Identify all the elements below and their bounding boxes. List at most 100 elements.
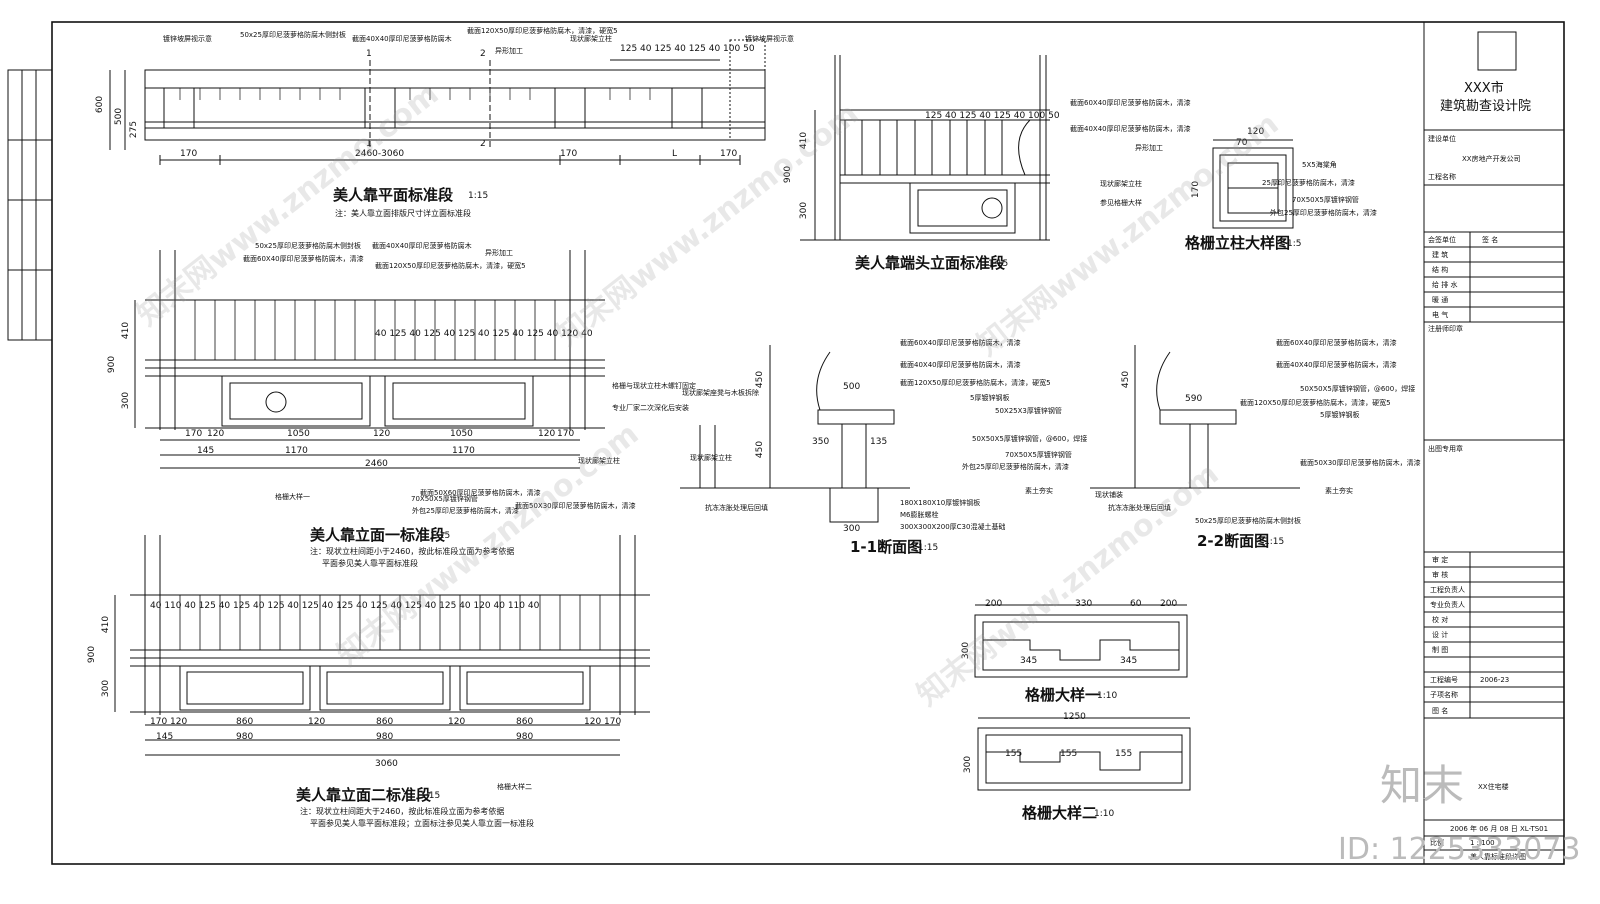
- grille-details: [974, 604, 1191, 791]
- tb-staff: 校 对: [1432, 616, 1449, 624]
- label: 180X180X10厚镀锌钢板: [900, 499, 981, 507]
- tb-staff: 审 定: [1432, 556, 1449, 564]
- end-elev-scale: 1:15: [988, 259, 1009, 269]
- label: 截面60X40厚印尼菠萝格防腐木，清漆: [1276, 339, 1397, 347]
- tb-client: XX房地产开发公司: [1462, 155, 1521, 163]
- dim: 275: [129, 120, 140, 139]
- section-mark: 2: [480, 49, 486, 59]
- dim: 170: [720, 149, 738, 159]
- label: 异形加工: [485, 249, 513, 257]
- label: 现状廊架立柱: [570, 35, 612, 43]
- label: 截面40X40厚印尼菠萝格防腐木，清漆: [900, 361, 1021, 369]
- tb-drawing-name: 美人靠标准段详图: [1470, 853, 1526, 861]
- label: 50X25X3厚镀锌钢管: [995, 407, 1062, 415]
- tb-projno-label: 工程编号: [1430, 676, 1458, 684]
- label: 5厚镀锌钢板: [1320, 411, 1360, 419]
- label: 50x25厚印尼菠萝格防腐木侧封板: [255, 242, 361, 250]
- label: 70X50X5厚镀锌钢管: [1005, 451, 1072, 459]
- tb-row: 电 气: [1432, 311, 1449, 319]
- sec2-title: 2-2断面图: [1197, 532, 1270, 550]
- tb-project-label: 工程名称: [1428, 173, 1456, 181]
- tb-projno: 2006-23: [1480, 676, 1510, 684]
- label: 截面40X40厚印尼菠萝格防腐木: [372, 242, 472, 250]
- label: 外包25厚印尼菠萝格防腐木，清漆: [412, 507, 519, 515]
- dim: 1250: [1063, 712, 1086, 722]
- label: 50x25厚印尼菠萝格防腐木侧封板: [240, 31, 346, 39]
- tb-sheet-no: XL-TS01: [1520, 825, 1549, 833]
- dim: 170: [560, 149, 578, 159]
- dim: 300: [963, 755, 974, 774]
- tb-city: XXX市: [1464, 81, 1504, 96]
- dim: 70: [1236, 138, 1248, 148]
- dim: 1170: [452, 446, 475, 456]
- tb-staff: 设 计: [1432, 631, 1449, 639]
- dim: 300: [843, 524, 861, 534]
- dim: 1050: [450, 429, 473, 439]
- tb-project-name: XX住宅楼: [1478, 783, 1509, 791]
- dim: 860: [236, 717, 254, 727]
- tb-staff: 工程负责人: [1430, 586, 1465, 594]
- label: 现状廊架座凳与木板拆除: [682, 389, 759, 397]
- elev1-note1: 注：现状立柱间距小于2460，按此标准段立面为参考依据: [310, 547, 515, 556]
- dim: 125 40 125 40 125 40 100 50: [620, 44, 755, 54]
- dim: 120: [448, 717, 466, 727]
- label: 截面50X60厚印尼菠萝格防腐木，清漆: [420, 489, 541, 497]
- label: 截面50X30厚印尼菠萝格防腐木，清漆: [1300, 459, 1421, 467]
- dim: 145: [156, 732, 174, 742]
- tb-row: 给 排 水: [1432, 281, 1458, 289]
- dim: 450: [755, 440, 766, 459]
- tb-scale: 1 : 100: [1470, 839, 1495, 847]
- title-block: [1423, 21, 1565, 865]
- logo-box: [1477, 31, 1517, 71]
- dim: 170: [180, 149, 198, 159]
- tb-date: 2006 年 06 月 08 日: [1450, 825, 1518, 833]
- label: 外包25厚印尼菠萝格防腐木，清漆: [1270, 209, 1377, 217]
- dim: 200: [985, 599, 1003, 609]
- watermark-id: ID: 1225333073: [1338, 832, 1581, 867]
- label: 70X50X5厚镀锌钢管: [1292, 196, 1359, 204]
- tb-row: 建 筑: [1432, 251, 1449, 259]
- dim: 450: [1121, 370, 1132, 389]
- label: 50X50X5厚镀锌钢管，@600，焊接: [1300, 385, 1416, 393]
- grille2-scale: 1:10: [1094, 809, 1115, 819]
- dim: 600: [95, 95, 106, 114]
- dim: 120: [207, 429, 225, 439]
- dim: 345: [1120, 656, 1138, 666]
- section-mark: 1: [366, 139, 372, 149]
- label: 抗冻冻胀处理后回填: [705, 504, 768, 512]
- sec2-scale: 1:15: [1264, 537, 1285, 547]
- section-mark: 1: [366, 49, 372, 59]
- label: 70X50X5厚镀锌钢管: [411, 495, 478, 503]
- elevation-1: [134, 250, 605, 469]
- elev2-scale: 1:15: [420, 791, 441, 801]
- elev1-title: 美人靠立面一标准段: [310, 526, 446, 544]
- sec1-title: 1-1断面图: [850, 538, 923, 556]
- dim: 135: [870, 437, 888, 447]
- tb-drawing-label: 图 名: [1432, 707, 1449, 715]
- section-mark: 2: [480, 139, 486, 149]
- section-2-2: [1090, 345, 1300, 489]
- dim: 3060: [375, 759, 398, 769]
- label: 截面40X40厚印尼菠萝格防腐木，清漆: [1070, 125, 1191, 133]
- label: 截面120X50厚印尼菠萝格防腐木，清漆，硬宽5: [467, 27, 618, 35]
- dim: 155: [1115, 749, 1133, 759]
- label: 异形加工: [1135, 144, 1163, 152]
- grille1-scale: 1:10: [1097, 691, 1118, 701]
- dim: 500: [114, 107, 125, 126]
- dim: 980: [516, 732, 534, 742]
- label: 外包25厚印尼菠萝格防腐木，清漆: [962, 463, 1069, 471]
- label: 截面120X50厚印尼菠萝格防腐木，清漆，硬宽5: [375, 262, 526, 270]
- label: 现状廊架立柱: [578, 457, 620, 465]
- dim: 120: [373, 429, 391, 439]
- dim: 170: [150, 717, 168, 727]
- elev2-note1: 注：现状立柱间距大于2460，按此标准段立面为参考依据: [300, 807, 505, 816]
- label: 截面60X40厚印尼菠萝格防腐木，清漆: [243, 255, 364, 263]
- post-title: 格栅立柱大样图: [1185, 234, 1291, 252]
- post-scale: 1:5: [1287, 239, 1302, 249]
- tb-cosign-first: 签 名: [1482, 236, 1499, 244]
- label: 截面60X40厚印尼菠萝格防腐木，清漆: [900, 339, 1021, 347]
- label: 格栅与现状立柱木螺钉固定: [612, 382, 696, 390]
- tb-cosign-label: 会签单位: [1428, 236, 1456, 244]
- label: 截面120X50厚印尼菠萝格防腐木，清漆，硬宽5: [1240, 399, 1391, 407]
- plan-view: [109, 39, 766, 165]
